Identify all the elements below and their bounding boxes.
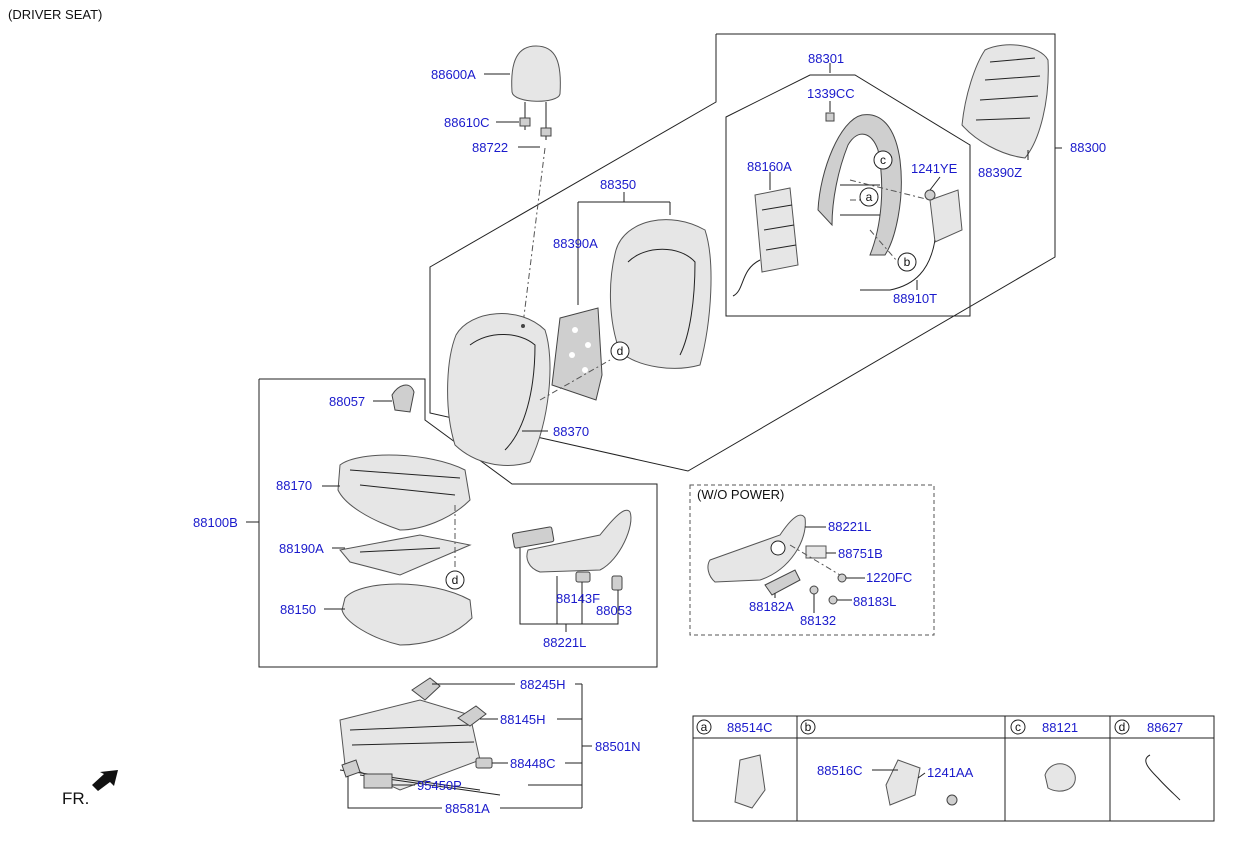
label-88390z[interactable]: 88390Z bbox=[978, 165, 1022, 180]
label-1241ye[interactable]: 1241YE bbox=[911, 161, 958, 176]
cushion-assembly-frame bbox=[258, 378, 658, 668]
diagram-title: (DRIVER SEAT) bbox=[8, 7, 102, 22]
legend-b-motor[interactable] bbox=[885, 759, 958, 806]
wo-power-title: (W/O POWER) bbox=[697, 487, 784, 502]
bolt-1241ye[interactable] bbox=[924, 189, 936, 201]
cover-88448c[interactable] bbox=[475, 757, 493, 769]
screw-1220fc[interactable] bbox=[837, 573, 847, 583]
cushion-side-trim[interactable] bbox=[391, 384, 415, 413]
label-88221l-manual[interactable]: 88221L bbox=[828, 519, 871, 534]
callout-d-cushion: d bbox=[452, 573, 459, 587]
cushion-cover[interactable] bbox=[337, 454, 471, 531]
label-88610c[interactable]: 88610C bbox=[444, 115, 490, 130]
power-switch[interactable] bbox=[511, 526, 555, 549]
label-88182a[interactable]: 88182A bbox=[749, 599, 794, 614]
clip-88581a[interactable] bbox=[341, 759, 361, 778]
cushion-heater[interactable] bbox=[339, 534, 472, 576]
wo-power-frame bbox=[689, 484, 935, 636]
label-88910t[interactable]: 88910T bbox=[893, 291, 937, 306]
label-88390a[interactable]: 88390A bbox=[553, 236, 598, 251]
callout-d-back: d bbox=[617, 344, 624, 358]
legend-c-clip[interactable] bbox=[1044, 763, 1076, 792]
label-1241aa[interactable]: 1241AA bbox=[927, 765, 974, 780]
label-88190a[interactable]: 88190A bbox=[279, 541, 324, 556]
label-88183l[interactable]: 88183L bbox=[853, 594, 896, 609]
side-shield-manual[interactable] bbox=[707, 514, 806, 583]
legend-key-d: d bbox=[1119, 720, 1126, 734]
legend-table bbox=[692, 715, 1215, 822]
label-88350[interactable]: 88350 bbox=[600, 177, 636, 192]
label-88170[interactable]: 88170 bbox=[276, 478, 312, 493]
label-88160a[interactable]: 88160A bbox=[747, 159, 792, 174]
label-88245h[interactable]: 88245H bbox=[520, 677, 566, 692]
label-88150[interactable]: 88150 bbox=[280, 602, 316, 617]
seatback-assembly-frame bbox=[429, 33, 1056, 472]
legend-part-a[interactable]: 88514C bbox=[727, 720, 773, 735]
screw-88132[interactable] bbox=[809, 585, 819, 595]
headrest-guide[interactable] bbox=[519, 117, 552, 137]
callout-a: a bbox=[866, 190, 873, 204]
cap-88183l[interactable] bbox=[828, 595, 838, 605]
legend-d-wire[interactable] bbox=[1145, 754, 1181, 801]
label-88501n[interactable]: 88501N bbox=[595, 739, 641, 754]
legend-key-b: b bbox=[805, 720, 812, 734]
label-88145h[interactable]: 88145H bbox=[500, 712, 546, 727]
seatback-frame[interactable] bbox=[817, 114, 902, 256]
lumbar-assembly[interactable] bbox=[732, 187, 799, 297]
side-airbag[interactable] bbox=[929, 189, 963, 243]
legend-key-c: c bbox=[1015, 720, 1021, 734]
label-88300[interactable]: 88300 bbox=[1070, 140, 1106, 155]
label-88516c[interactable]: 88516C bbox=[817, 763, 863, 778]
label-88221l-power[interactable]: 88221L bbox=[543, 635, 586, 650]
label-95450p[interactable]: 95450P bbox=[417, 778, 462, 793]
callout-c: c bbox=[880, 153, 886, 167]
label-88132[interactable]: 88132 bbox=[800, 613, 836, 628]
seatback-pad[interactable] bbox=[609, 219, 712, 369]
label-88600a[interactable]: 88600A bbox=[431, 67, 476, 82]
legend-key-a: a bbox=[701, 720, 708, 734]
lumbar-support-plate[interactable] bbox=[551, 307, 603, 401]
bracket-88245h[interactable] bbox=[411, 677, 441, 701]
label-1339cc[interactable]: 1339CC bbox=[807, 86, 855, 101]
front-indicator-label: FR. bbox=[62, 789, 89, 808]
label-88448c[interactable]: 88448C bbox=[510, 756, 556, 771]
seatback-cover[interactable] bbox=[447, 313, 551, 466]
bracket-88145h[interactable] bbox=[457, 705, 487, 727]
label-88143f[interactable]: 88143F bbox=[556, 591, 600, 606]
side-shield-power[interactable] bbox=[526, 509, 632, 573]
callout-b: b bbox=[904, 255, 911, 269]
label-88751b[interactable]: 88751B bbox=[838, 546, 883, 561]
clip-1339cc[interactable] bbox=[825, 112, 835, 122]
knob-88143f[interactable] bbox=[575, 571, 591, 583]
recliner-lever[interactable] bbox=[764, 569, 801, 596]
label-88581a[interactable]: 88581A bbox=[445, 801, 490, 816]
cushion-pad[interactable] bbox=[341, 583, 473, 646]
label-88301[interactable]: 88301 bbox=[808, 51, 844, 66]
airbag-wire bbox=[860, 239, 936, 291]
label-88053[interactable]: 88053 bbox=[596, 603, 632, 618]
legend-part-c[interactable]: 88121 bbox=[1042, 720, 1078, 735]
legend-a-motor[interactable] bbox=[734, 754, 766, 809]
label-1220fc[interactable]: 1220FC bbox=[866, 570, 912, 585]
label-88370[interactable]: 88370 bbox=[553, 424, 589, 439]
knob-88053[interactable] bbox=[611, 575, 623, 591]
seatback-back-panel[interactable] bbox=[961, 44, 1049, 159]
label-88057[interactable]: 88057 bbox=[329, 394, 365, 409]
seatback-frame-box bbox=[725, 74, 971, 317]
label-88100b[interactable]: 88100B bbox=[193, 515, 238, 530]
headrest[interactable] bbox=[511, 45, 561, 140]
legend-part-d[interactable]: 88627 bbox=[1147, 720, 1183, 735]
front-arrow-icon bbox=[92, 770, 118, 791]
module-95450p[interactable] bbox=[363, 773, 393, 789]
label-88722[interactable]: 88722 bbox=[472, 140, 508, 155]
recliner-cover[interactable] bbox=[805, 545, 827, 559]
